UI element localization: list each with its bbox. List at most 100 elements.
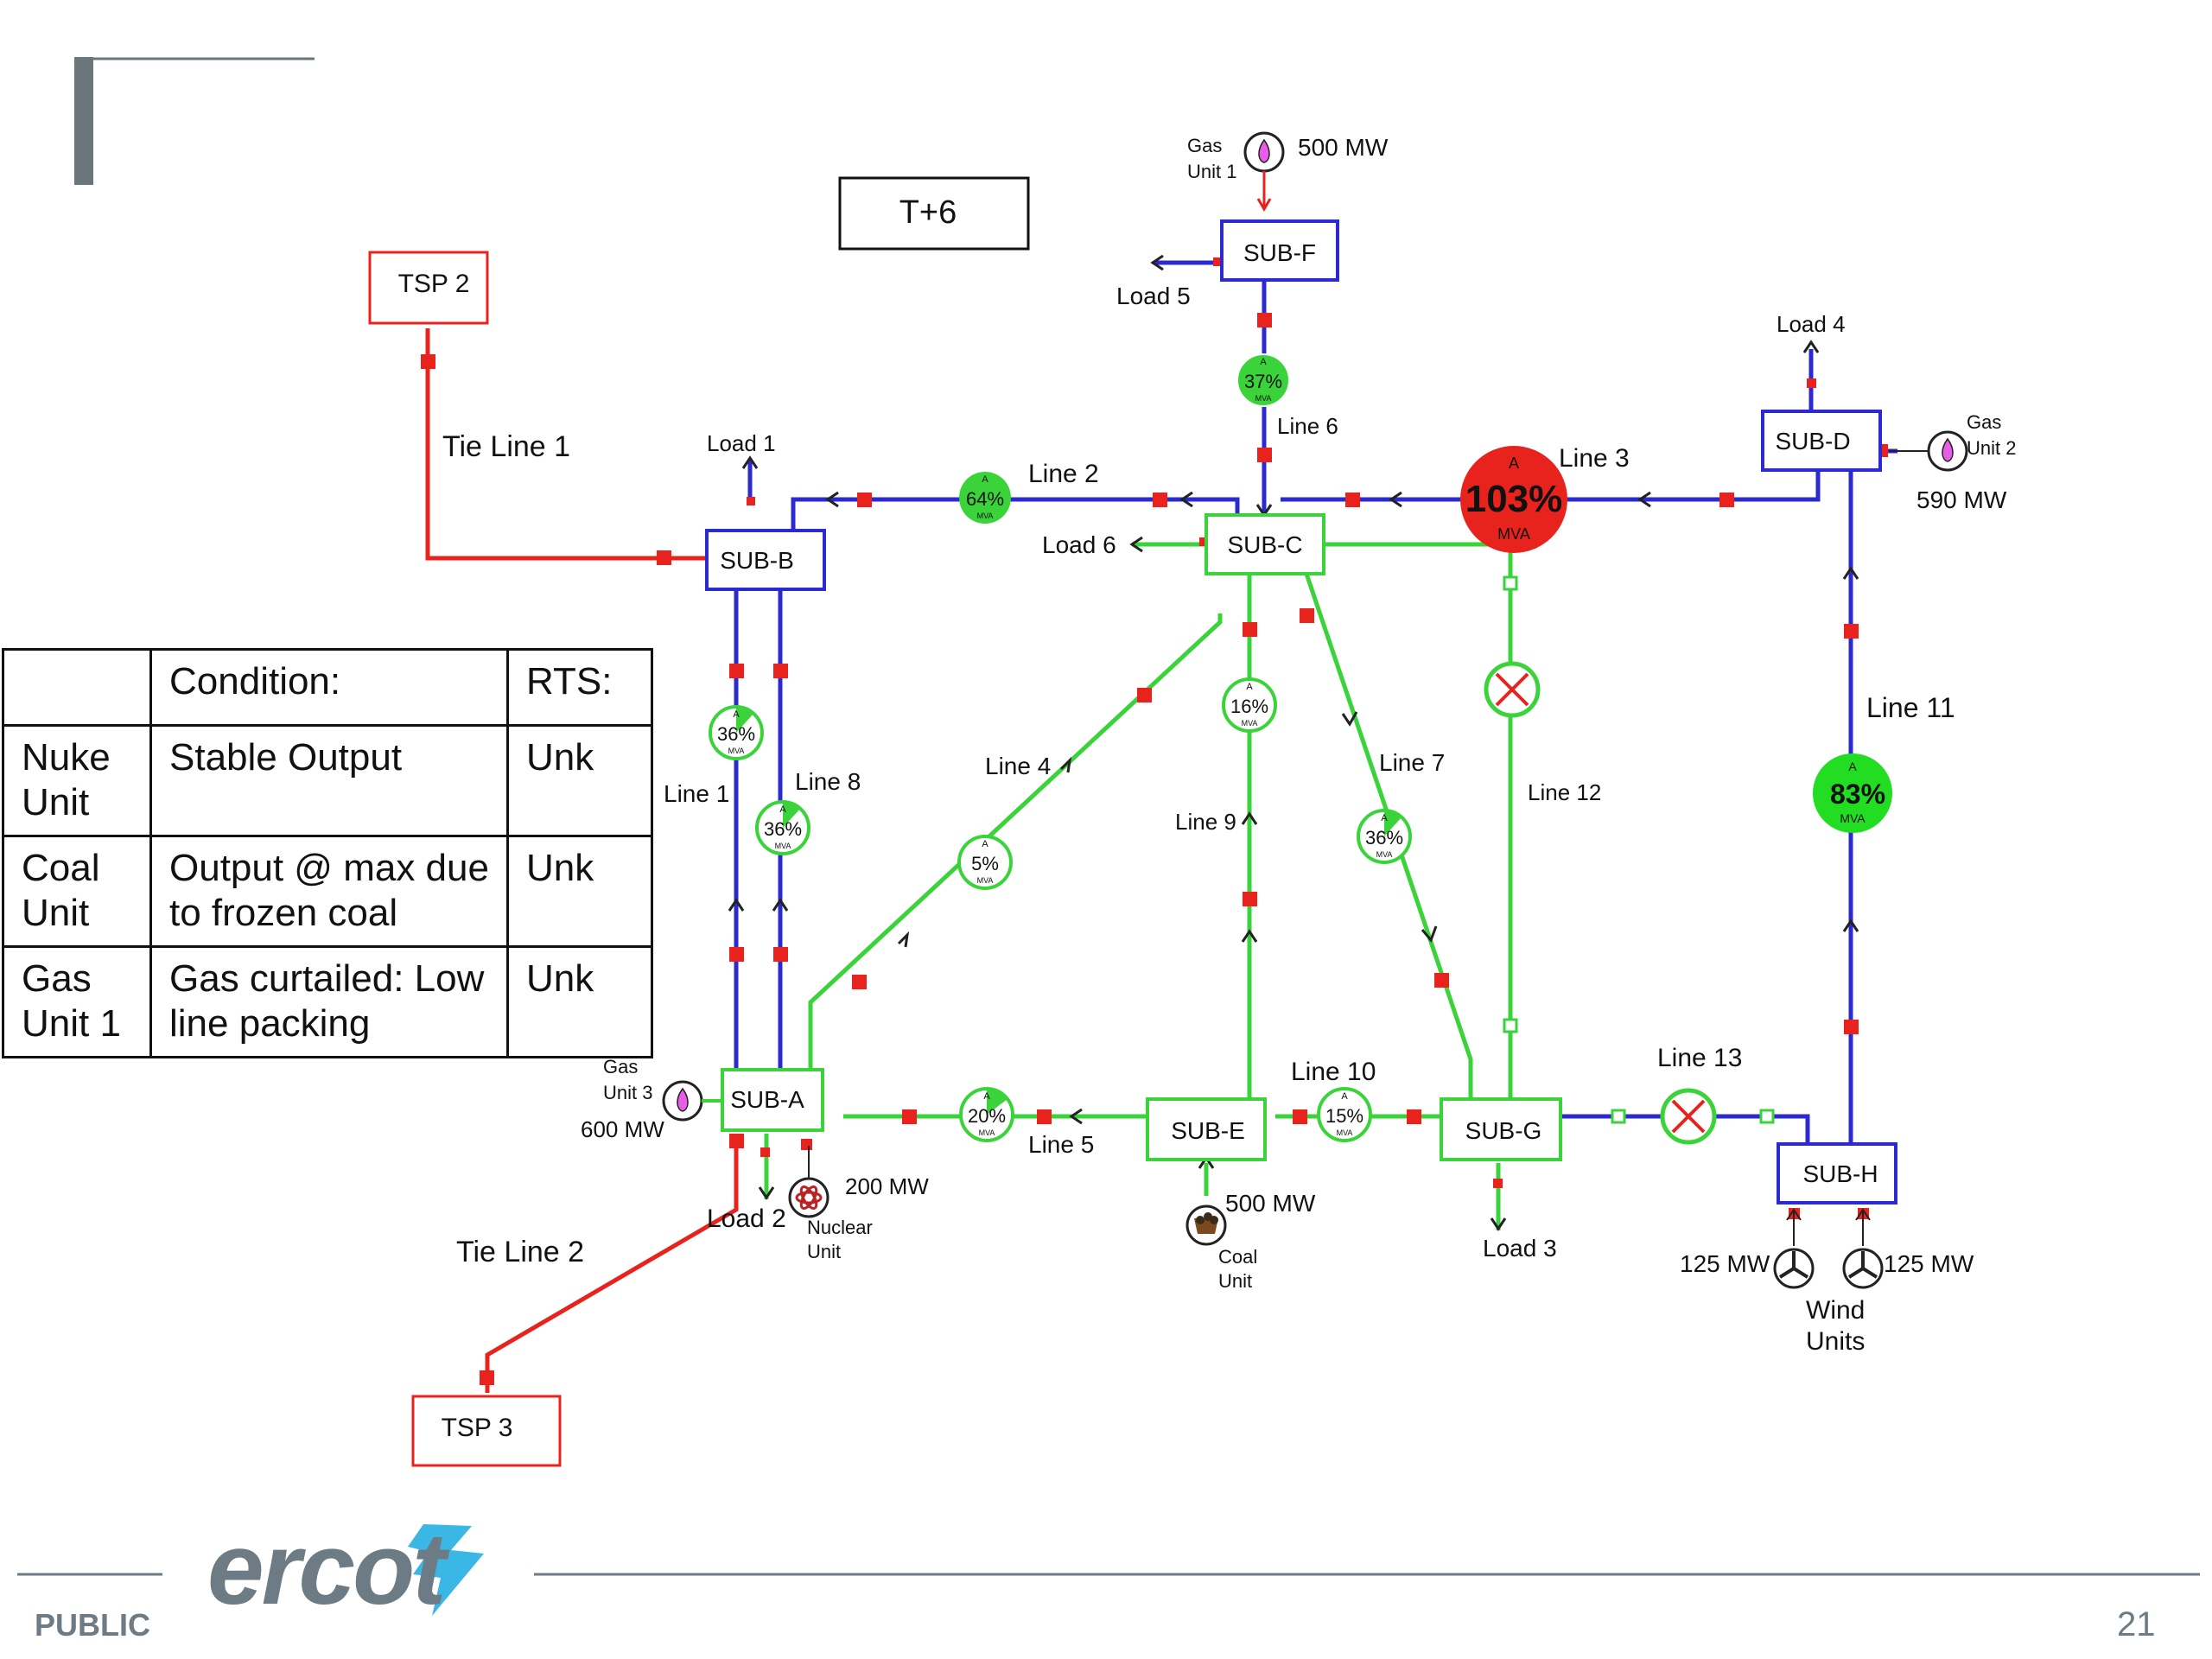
sub-f[interactable]: SUB-F: [1220, 219, 1339, 282]
line-10-loading-meter[interactable]: A 15% MVA: [1317, 1087, 1372, 1142]
nuclear-unit[interactable]: [788, 1146, 830, 1218]
table-cell-rts: Unk: [506, 724, 653, 837]
nuclear-unit-mw: 200 MW: [845, 1173, 929, 1199]
line-2-loading-meter[interactable]: A 64% MVA: [959, 472, 1011, 524]
line-7-loading-meter[interactable]: A 36% MVA: [1357, 809, 1412, 864]
sub-h[interactable]: SUB-H: [1777, 1142, 1897, 1205]
table-cell-condition: Stable Output: [149, 724, 509, 837]
svg-text:A: A: [1246, 682, 1253, 692]
load-4-label: Load 4: [1777, 311, 1846, 337]
svg-text:MVA: MVA: [979, 1128, 995, 1137]
line-13-label: Line 13: [1657, 1044, 1742, 1072]
line-1-loading-meter[interactable]: A 36% MVA: [709, 705, 764, 760]
svg-text:Unit 3: Unit 3: [603, 1082, 652, 1103]
line-4-loading: 5%: [971, 853, 999, 874]
atom-icon: [788, 1177, 830, 1218]
line-5-loading-meter[interactable]: A 20% MVA: [959, 1087, 1014, 1142]
line-4-loading-meter[interactable]: A 5% MVA: [957, 835, 1013, 890]
sub-c[interactable]: SUB-C: [1205, 513, 1325, 575]
line-3-loading: 103%: [1465, 478, 1563, 520]
corner-bracket-bar: [74, 57, 93, 185]
gas-unit-1-label: Gas: [1187, 135, 1222, 156]
line-4[interactable]: [808, 613, 1223, 1068]
sub-d[interactable]: SUB-D: [1761, 410, 1882, 472]
sub-e[interactable]: SUB-E: [1146, 1097, 1267, 1161]
sub-g[interactable]: SUB-G: [1440, 1097, 1562, 1161]
svg-text:MVA: MVA: [977, 876, 994, 885]
line-1-label: Line 1: [664, 780, 729, 807]
svg-text:MVA: MVA: [1242, 719, 1258, 728]
svg-text:SUB-B: SUB-B: [720, 547, 794, 574]
gas-unit-1[interactable]: [1243, 131, 1285, 212]
gas-unit-1-mw: 500 MW: [1298, 134, 1389, 161]
line-2[interactable]: [791, 497, 1240, 531]
svg-text:A: A: [1341, 1091, 1348, 1102]
line-13-open-marker[interactable]: [1660, 1088, 1717, 1145]
gas-unit-3[interactable]: [662, 1080, 722, 1122]
line-12-label: Line 12: [1528, 779, 1601, 805]
svg-text:Unit: Unit: [807, 1241, 841, 1262]
gas-unit-3-mw: 600 MW: [581, 1116, 664, 1142]
gas-unit-3-label: Gas: [603, 1056, 638, 1077]
line-13[interactable]: [1560, 1114, 1810, 1142]
wind-unit-left-mw: 125 MW: [1680, 1250, 1770, 1277]
wind-unit-right[interactable]: [1842, 1208, 1884, 1289]
svg-text:Unit: Unit: [1218, 1270, 1252, 1292]
gas-unit-2-mw: 590 MW: [1916, 486, 2007, 513]
line-5-loading: 20%: [968, 1105, 1006, 1127]
line-11-loading-meter[interactable]: A 83% MVA: [1813, 753, 1892, 833]
line-10-label: Line 10: [1291, 1058, 1376, 1086]
line-6-loading-meter[interactable]: A 37% MVA: [1236, 353, 1290, 407]
meter-label-top: A: [1260, 357, 1267, 367]
line-7[interactable]: [1304, 573, 1473, 1099]
tie-line-1-label: Tie Line 1: [442, 430, 570, 463]
line-9-loading-meter[interactable]: A 16% MVA: [1222, 677, 1277, 733]
line-12-open-marker[interactable]: [1484, 661, 1541, 718]
unit-conditions-table: Condition: RTS: Nuke Unit Stable Output …: [2, 648, 653, 1058]
tsp-2[interactable]: TSP 2: [368, 251, 489, 325]
line-11-loading: 83%: [1830, 779, 1885, 810]
svg-text:A: A: [779, 804, 786, 815]
line-11-label: Line 11: [1866, 692, 1955, 723]
table-header-row: Condition: RTS:: [2, 648, 653, 727]
line-5-label: Line 5: [1028, 1131, 1094, 1158]
svg-text:SUB-H: SUB-H: [1802, 1160, 1878, 1187]
coal-unit[interactable]: [1185, 1205, 1227, 1246]
line-8-loading-meter[interactable]: A 36% MVA: [755, 800, 810, 855]
table-header-cell: [2, 648, 152, 727]
gas-unit-2[interactable]: [1889, 430, 1968, 472]
svg-text:A: A: [982, 839, 988, 849]
table-header-cell: RTS:: [506, 648, 653, 727]
nuclear-unit-label: Nuclear: [807, 1217, 873, 1238]
table-cell-condition: Gas curtailed: Low line packing: [149, 945, 509, 1058]
line-4-label: Line 4: [985, 753, 1051, 779]
svg-text:TSP 2: TSP 2: [398, 270, 470, 298]
table-cell-unit: Nuke Unit: [2, 724, 152, 837]
svg-text:A: A: [1509, 454, 1519, 472]
wind-unit-left[interactable]: [1773, 1208, 1815, 1289]
load-3-label: Load 3: [1483, 1235, 1557, 1262]
meter-label-bottom: MVA: [1255, 394, 1272, 403]
svg-text:A: A: [1848, 760, 1857, 773]
coal-unit-mw: 500 MW: [1225, 1190, 1316, 1217]
sub-b[interactable]: SUB-B: [705, 529, 826, 591]
load-6-label: Load 6: [1042, 531, 1116, 558]
table-row: Coal Unit Output @ max due to frozen coa…: [2, 835, 653, 948]
line-9-label: Line 9: [1175, 809, 1236, 835]
line-7-loading: 36%: [1365, 827, 1403, 849]
svg-text:A: A: [1381, 813, 1388, 823]
svg-text:Units: Units: [1806, 1327, 1865, 1356]
line-8-label: Line 8: [795, 768, 861, 795]
svg-text:A: A: [733, 709, 740, 720]
table-row: Gas Unit 1 Gas curtailed: Low line packi…: [2, 945, 653, 1058]
sub-a[interactable]: SUB-A: [721, 1068, 824, 1132]
table-cell-condition: Output @ max due to frozen coal: [149, 835, 509, 948]
line-6-label: Line 6: [1277, 413, 1338, 439]
line-2-loading: 64%: [966, 488, 1004, 510]
tsp-3[interactable]: TSP 3: [411, 1395, 562, 1467]
load-5-label: Load 5: [1116, 283, 1191, 309]
svg-text:SUB-G: SUB-G: [1465, 1117, 1542, 1144]
line-3-loading-meter[interactable]: A 103% MVA: [1460, 446, 1567, 553]
tie-line-1[interactable]: [425, 328, 707, 561]
